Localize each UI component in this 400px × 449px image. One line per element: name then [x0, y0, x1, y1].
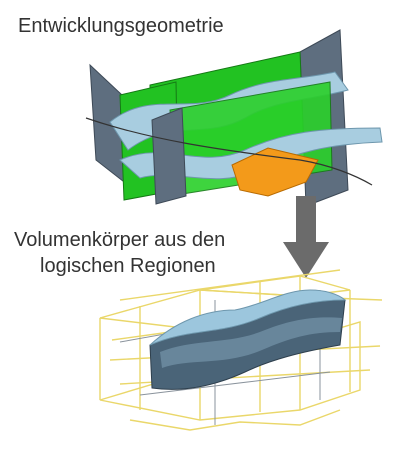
- solid-body-top: [149, 289, 347, 346]
- development-geometry: [85, 29, 383, 207]
- solid-body-ridge: [160, 317, 342, 368]
- solid-bodies: [99, 269, 383, 431]
- bottom-title-line-2: logischen Regionen: [40, 255, 216, 277]
- down-arrow-icon: [283, 196, 329, 278]
- gray-plane-front: [151, 107, 187, 205]
- guide-curve: [85, 117, 373, 186]
- bottom-title-line-1: Volumenkörper aus den: [14, 229, 226, 251]
- top-title: Entwicklungsgeometrie: [18, 15, 224, 37]
